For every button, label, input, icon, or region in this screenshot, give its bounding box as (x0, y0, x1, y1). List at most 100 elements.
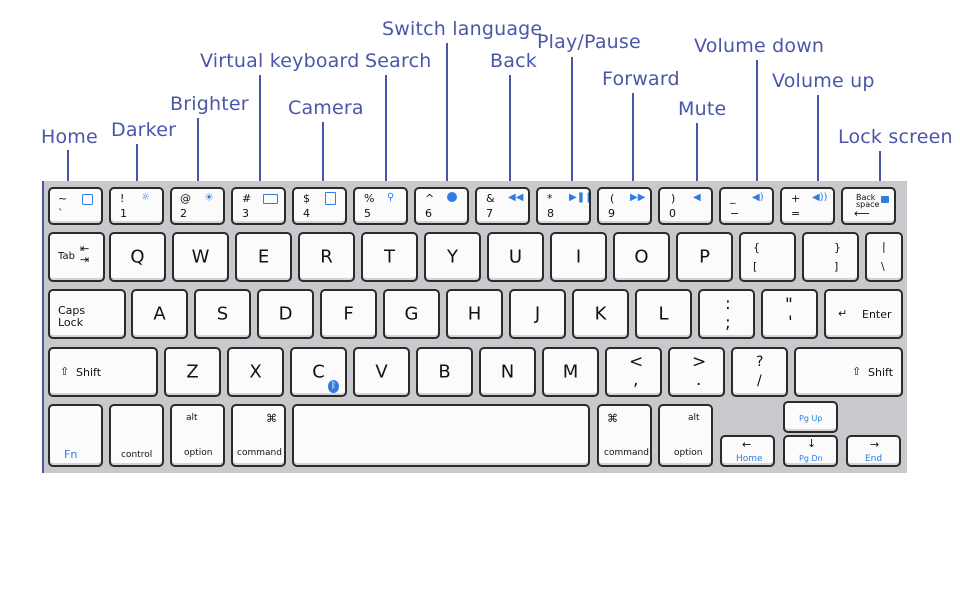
key-control[interactable]: control (109, 404, 164, 467)
key-l[interactable]: L (635, 289, 692, 339)
backspace-arrow-icon: ⟵ (854, 207, 870, 220)
key-z[interactable]: Z (164, 347, 221, 397)
key-left-shift[interactable]: ⇧ Shift (48, 347, 158, 397)
key-i[interactable]: I (550, 232, 607, 282)
key-q[interactable]: Q (109, 232, 166, 282)
command-icon: ⌘ (266, 412, 277, 425)
key-tab[interactable]: Tab ⇤⇥ (48, 232, 105, 282)
key-slash[interactable]: ? / (731, 347, 788, 397)
key-v[interactable]: V (353, 347, 410, 397)
key-a[interactable]: A (131, 289, 188, 339)
brightness-up-icon: ☀ (204, 191, 214, 204)
key-j[interactable]: J (509, 289, 566, 339)
leader-search (385, 75, 387, 183)
leader-home (67, 150, 69, 183)
key-4-camera[interactable]: $ 4 (292, 187, 347, 225)
key-m[interactable]: M (542, 347, 599, 397)
key-semicolon[interactable]: : ; (698, 289, 755, 339)
key-enter[interactable]: ↵ Enter (824, 289, 903, 339)
fast-forward-icon: ▶▶ (630, 192, 646, 203)
key-h[interactable]: H (446, 289, 503, 339)
key-p[interactable]: P (676, 232, 733, 282)
key-arrow-left-home[interactable]: ← Home (720, 435, 775, 467)
key-6-switch-language[interactable]: ^ 6 (414, 187, 469, 225)
key-space[interactable] (292, 404, 590, 467)
key-minus-volume-down[interactable]: _ − ◀) (719, 187, 774, 225)
arrow-left-icon: ← (742, 438, 752, 451)
key-caps-lock[interactable]: Caps Lock (48, 289, 126, 339)
callout-brighter: Brighter (170, 93, 249, 115)
key-g[interactable]: G (383, 289, 440, 339)
callout-play-pause: Play/Pause (537, 31, 641, 53)
callout-camera: Camera (288, 97, 364, 119)
key-3-virtual-keyboard[interactable]: # 3 (231, 187, 286, 225)
key-backslash[interactable]: | \ (865, 232, 903, 282)
key-0-mute[interactable]: ) 0 ◀ (658, 187, 713, 225)
leader-play-pause (571, 57, 573, 183)
key-c[interactable]: C ᛒ (290, 347, 347, 397)
key-arrow-up-pgup[interactable]: Pg Up (783, 401, 838, 433)
key-right-bracket[interactable]: } ] (802, 232, 859, 282)
keyboard: ~ ` ! 1 ☼ @ 2 ☀ # 3 $ 4 % 5 ⚲ ^ 6 & 7 ◀◀… (42, 181, 907, 473)
key-right-shift[interactable]: ⇧ Shift (794, 347, 903, 397)
key-5-search[interactable]: % 5 ⚲ (353, 187, 408, 225)
key-arrow-right-end[interactable]: → End (846, 435, 901, 467)
key-backspace-lock[interactable]: Back space ⟵ (841, 187, 896, 225)
callout-switch-language: Switch language (382, 18, 543, 40)
key-right-option[interactable]: alt option (658, 404, 713, 467)
key-7-back[interactable]: & 7 ◀◀ (475, 187, 530, 225)
leader-lock-screen (879, 151, 881, 183)
leader-virtual-keyboard (259, 75, 261, 183)
leader-volume-down (756, 60, 758, 183)
callout-volume-down: Volume down (694, 35, 825, 57)
key-n[interactable]: N (479, 347, 536, 397)
key-left-command[interactable]: ⌘ command (231, 404, 286, 467)
key-8-play-pause[interactable]: * 8 ▶❚❚ (536, 187, 591, 225)
leader-brighter (197, 118, 199, 183)
key-left-option[interactable]: alt option (170, 404, 225, 467)
key-arrow-down-pgdn[interactable]: ↓ Pg Dn (783, 435, 838, 467)
key-f[interactable]: F (320, 289, 377, 339)
key-b[interactable]: B (416, 347, 473, 397)
leader-back (509, 75, 511, 183)
callout-home: Home (41, 126, 98, 148)
key-u[interactable]: U (487, 232, 544, 282)
search-icon: ⚲ (387, 192, 395, 203)
leader-volume-up (817, 95, 819, 183)
key-y[interactable]: Y (424, 232, 481, 282)
speaker-high-icon: ◀)) (812, 192, 828, 203)
key-fn[interactable]: Fn (48, 404, 103, 467)
tab-arrows-icon: ⇤⇥ (80, 242, 90, 266)
key-1-darker[interactable]: ! 1 ☼ (109, 187, 164, 225)
leader-switch-language (446, 43, 448, 183)
callout-darker: Darker (111, 119, 177, 141)
key-t[interactable]: T (361, 232, 418, 282)
key-2-brighter[interactable]: @ 2 ☀ (170, 187, 225, 225)
globe-icon (447, 192, 457, 202)
key-comma[interactable]: < , (605, 347, 662, 397)
home-square-icon (82, 194, 93, 205)
key-d[interactable]: D (257, 289, 314, 339)
key-r[interactable]: R (298, 232, 355, 282)
key-o[interactable]: O (613, 232, 670, 282)
key-right-command[interactable]: ⌘ command (597, 404, 652, 467)
key-left-bracket[interactable]: { [ (739, 232, 796, 282)
play-pause-icon: ▶❚❚ (569, 192, 589, 203)
brightness-down-icon: ☼ (141, 192, 150, 203)
key-backtick-home[interactable]: ~ ` (48, 187, 103, 225)
key-period[interactable]: > . (668, 347, 725, 397)
key-e[interactable]: E (235, 232, 292, 282)
speaker-low-icon: ◀) (752, 192, 764, 203)
camera-icon (325, 192, 336, 205)
key-9-forward[interactable]: ( 9 ▶▶ (597, 187, 652, 225)
callout-search: Search (365, 50, 432, 72)
arrow-down-icon: ↓ (807, 437, 817, 450)
key-s[interactable]: S (194, 289, 251, 339)
key-quote[interactable]: " ' (761, 289, 818, 339)
leader-camera (322, 122, 324, 183)
rewind-icon: ◀◀ (508, 192, 524, 203)
key-k[interactable]: K (572, 289, 629, 339)
key-x[interactable]: X (227, 347, 284, 397)
key-equals-volume-up[interactable]: + = ◀)) (780, 187, 835, 225)
key-w[interactable]: W (172, 232, 229, 282)
